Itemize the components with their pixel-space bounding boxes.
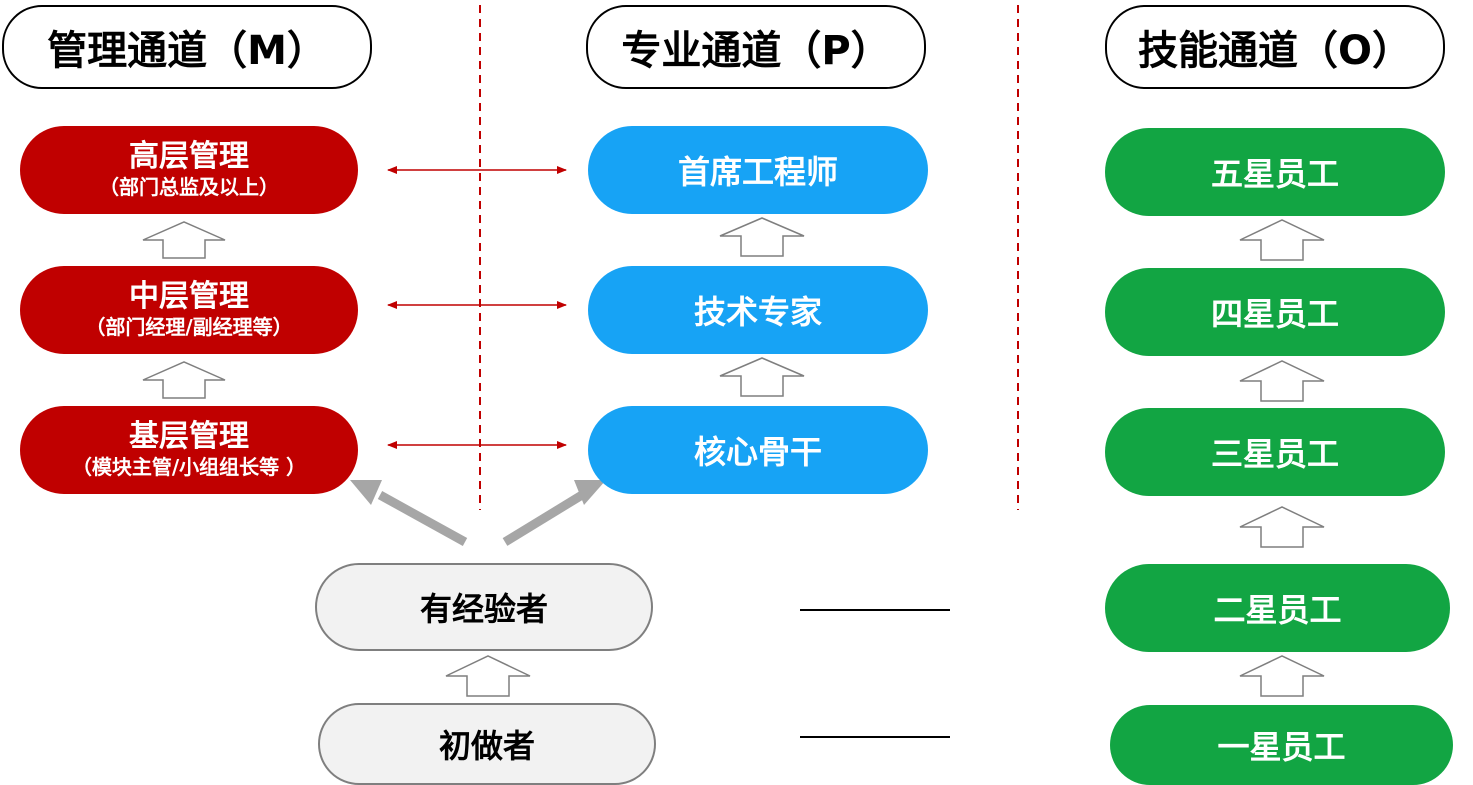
arrowhead-icon — [350, 480, 382, 505]
node-technical-expert: 技术专家 — [588, 266, 928, 354]
node-title: 有经验者 — [419, 590, 548, 628]
node-senior-management: 高层管理 （部门总监及以上） — [20, 126, 358, 214]
header-skill-label: 技能通道（O） — [1137, 28, 1412, 74]
up-arrow-icon — [142, 221, 226, 259]
up-arrow-icon — [719, 357, 805, 397]
node-middle-management: 中层管理 （部门经理/副经理等） — [20, 266, 358, 354]
node-title: 三星员工 — [1210, 435, 1339, 473]
up-arrow-icon — [1239, 655, 1325, 697]
node-title: 技术专家 — [693, 293, 822, 331]
header-professional-label: 专业通道（P） — [621, 28, 891, 74]
node-title: 首席工程师 — [677, 153, 838, 191]
header-management: 管理通道（M） — [2, 5, 372, 89]
arrowhead-icon — [574, 480, 606, 505]
node-subtitle: （部门总监及以上） — [99, 175, 279, 199]
node-title: 高层管理 — [129, 139, 249, 174]
up-arrow-icon — [142, 361, 226, 399]
node-four-star: 四星员工 — [1105, 268, 1445, 356]
node-title: 基层管理 — [129, 419, 249, 454]
header-professional: 专业通道（P） — [586, 5, 926, 89]
node-title: 二星员工 — [1213, 591, 1342, 629]
node-core-backbone: 核心骨干 — [588, 406, 928, 494]
up-arrow-icon — [719, 217, 805, 257]
up-arrow-icon — [1239, 506, 1325, 548]
node-title: 五星员工 — [1210, 155, 1339, 193]
node-beginner: 初做者 — [318, 703, 656, 785]
diagonal-arrow-to-management — [377, 491, 468, 546]
node-title: 一星员工 — [1217, 728, 1346, 766]
node-junior-management: 基层管理 （模块主管/小组组长等 ） — [20, 406, 358, 494]
node-title: 四星员工 — [1210, 295, 1339, 333]
node-title: 中层管理 — [129, 279, 249, 314]
header-skill: 技能通道（O） — [1105, 5, 1445, 89]
header-management-label: 管理通道（M） — [47, 28, 327, 74]
node-chief-engineer: 首席工程师 — [588, 126, 928, 214]
up-arrow-icon — [1239, 360, 1325, 402]
node-two-star: 二星员工 — [1105, 564, 1450, 652]
node-five-star: 五星员工 — [1105, 128, 1445, 216]
node-title: 初做者 — [438, 727, 535, 765]
node-one-star: 一星员工 — [1110, 705, 1453, 785]
node-experienced: 有经验者 — [315, 563, 653, 651]
node-title: 核心骨干 — [693, 433, 822, 471]
diagonal-arrow-to-professional — [502, 491, 585, 546]
up-arrow-icon — [445, 655, 531, 697]
up-arrow-icon — [1239, 219, 1325, 261]
node-subtitle: （部门经理/副经理等） — [85, 315, 293, 339]
node-subtitle: （模块主管/小组组长等 ） — [71, 455, 307, 479]
node-three-star: 三星员工 — [1105, 408, 1445, 496]
